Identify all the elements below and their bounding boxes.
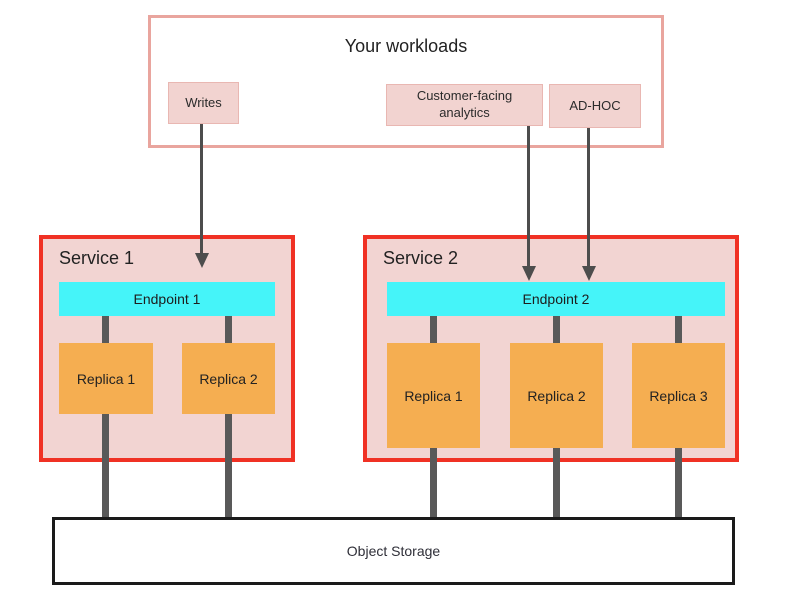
workload-chip-adhoc: AD-HOC bbox=[549, 84, 641, 128]
connector-s1-replica2-storage bbox=[225, 414, 232, 519]
service-2-endpoint-label: Endpoint 2 bbox=[522, 291, 590, 307]
arrow-writes-to-endpoint1-head bbox=[195, 253, 209, 268]
service-2-replica-1: Replica 1 bbox=[387, 343, 480, 448]
arrow-writes-to-endpoint1-line bbox=[200, 124, 203, 254]
service-2-endpoint: Endpoint 2 bbox=[387, 282, 725, 316]
workloads-box: Your workloads Writes Customer-facing an… bbox=[148, 15, 664, 148]
service-1-replica-1-label: Replica 1 bbox=[76, 370, 136, 387]
connector-s2-replica3-storage bbox=[675, 448, 682, 519]
workload-chip-writes: Writes bbox=[168, 82, 239, 124]
service-1-replica-1: Replica 1 bbox=[59, 343, 153, 414]
workload-chip-analytics: Customer-facing analytics bbox=[386, 84, 543, 126]
connector-s2-replica1-storage bbox=[430, 448, 437, 519]
connector-endpoint2-replica3 bbox=[675, 316, 682, 343]
object-storage-label: Object Storage bbox=[346, 543, 441, 559]
service-2-replica-3: Replica 3 bbox=[632, 343, 725, 448]
connector-s2-replica2-storage bbox=[553, 448, 560, 519]
connector-endpoint1-replica1 bbox=[102, 316, 109, 343]
service-2-box: Service 2 Endpoint 2 Replica 1 Replica 2… bbox=[363, 235, 739, 462]
workload-chip-analytics-label: Customer-facing analytics bbox=[416, 88, 513, 120]
connector-endpoint2-replica2 bbox=[553, 316, 560, 343]
service-2-replica-3-label: Replica 3 bbox=[649, 387, 708, 404]
workload-chip-adhoc-label: AD-HOC bbox=[569, 97, 621, 113]
object-storage-box: Object Storage bbox=[52, 517, 735, 585]
connector-endpoint1-replica2 bbox=[225, 316, 232, 343]
service-1-replica-2-label: Replica 2 bbox=[199, 370, 258, 387]
arrow-analytics-to-endpoint2-head bbox=[522, 266, 536, 281]
workload-chip-writes-label: Writes bbox=[185, 94, 222, 110]
service-1-replica-2: Replica 2 bbox=[182, 343, 275, 414]
service-1-box: Service 1 Endpoint 1 Replica 1 Replica 2 bbox=[39, 235, 295, 462]
service-2-title: Service 2 bbox=[383, 248, 459, 268]
workloads-title: Your workloads bbox=[344, 36, 468, 56]
connector-endpoint2-replica1 bbox=[430, 316, 437, 343]
service-2-replica-2: Replica 2 bbox=[510, 343, 603, 448]
arrow-adhoc-to-endpoint2-line bbox=[587, 128, 590, 267]
arrow-adhoc-to-endpoint2-head bbox=[582, 266, 596, 281]
service-1-endpoint: Endpoint 1 bbox=[59, 282, 275, 316]
connector-s1-replica1-storage bbox=[102, 414, 109, 519]
service-1-endpoint-label: Endpoint 1 bbox=[133, 291, 201, 307]
service-2-replica-1-label: Replica 1 bbox=[404, 387, 463, 404]
service-2-replica-2-label: Replica 2 bbox=[527, 387, 586, 404]
service-1-title: Service 1 bbox=[59, 248, 135, 268]
arrow-analytics-to-endpoint2-line bbox=[527, 126, 530, 267]
